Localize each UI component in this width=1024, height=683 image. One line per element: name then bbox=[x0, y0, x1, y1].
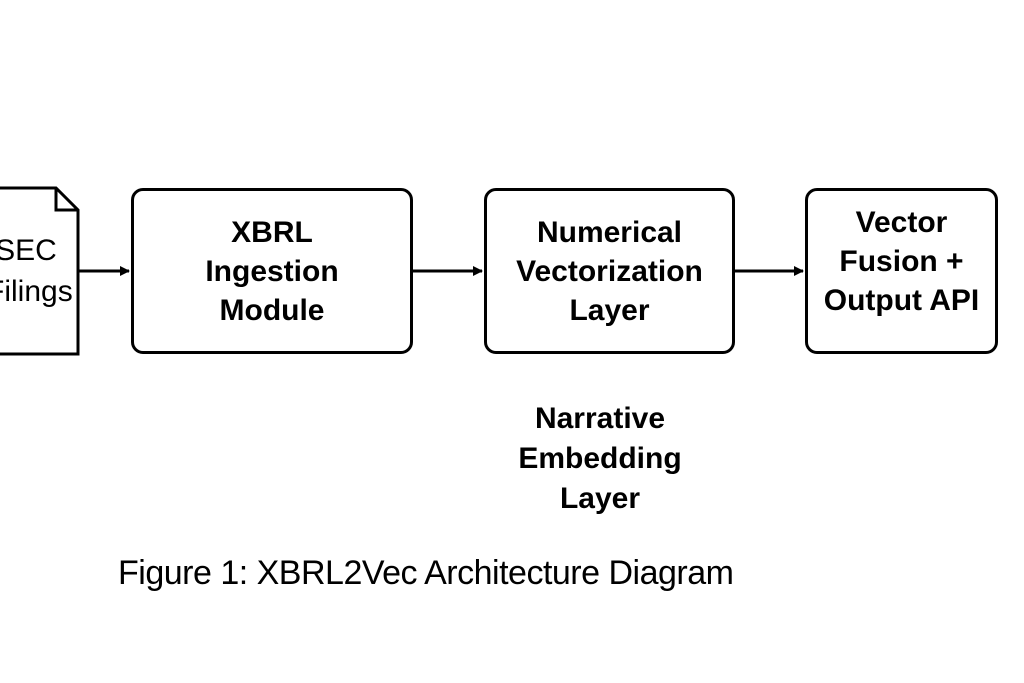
xbrl-ingestion-module-node: XBRL Ingestion Module bbox=[131, 188, 413, 354]
sec-filings-document-shape bbox=[0, 186, 80, 356]
narrative-embedding-layer-label: Narrative Embedding Layer bbox=[518, 402, 682, 515]
numerical-vectorization-layer-label: Numerical Vectorization Layer bbox=[516, 215, 703, 327]
sec-filings-label: SEC Filings bbox=[0, 234, 73, 308]
vector-fusion-output-api-label: Vector Fusion + Output API bbox=[823, 205, 980, 317]
numerical-vectorization-layer-node: Numerical Vectorization Layer bbox=[484, 188, 735, 354]
figure-caption: Figure 1: XBRL2Vec Architecture Diagram bbox=[118, 554, 734, 592]
xbrl-ingestion-module-label: XBRL Ingestion Module bbox=[205, 215, 339, 327]
document-fold-corner bbox=[54, 188, 78, 212]
vector-fusion-output-api-node: Vector Fusion + Output API bbox=[805, 188, 998, 354]
